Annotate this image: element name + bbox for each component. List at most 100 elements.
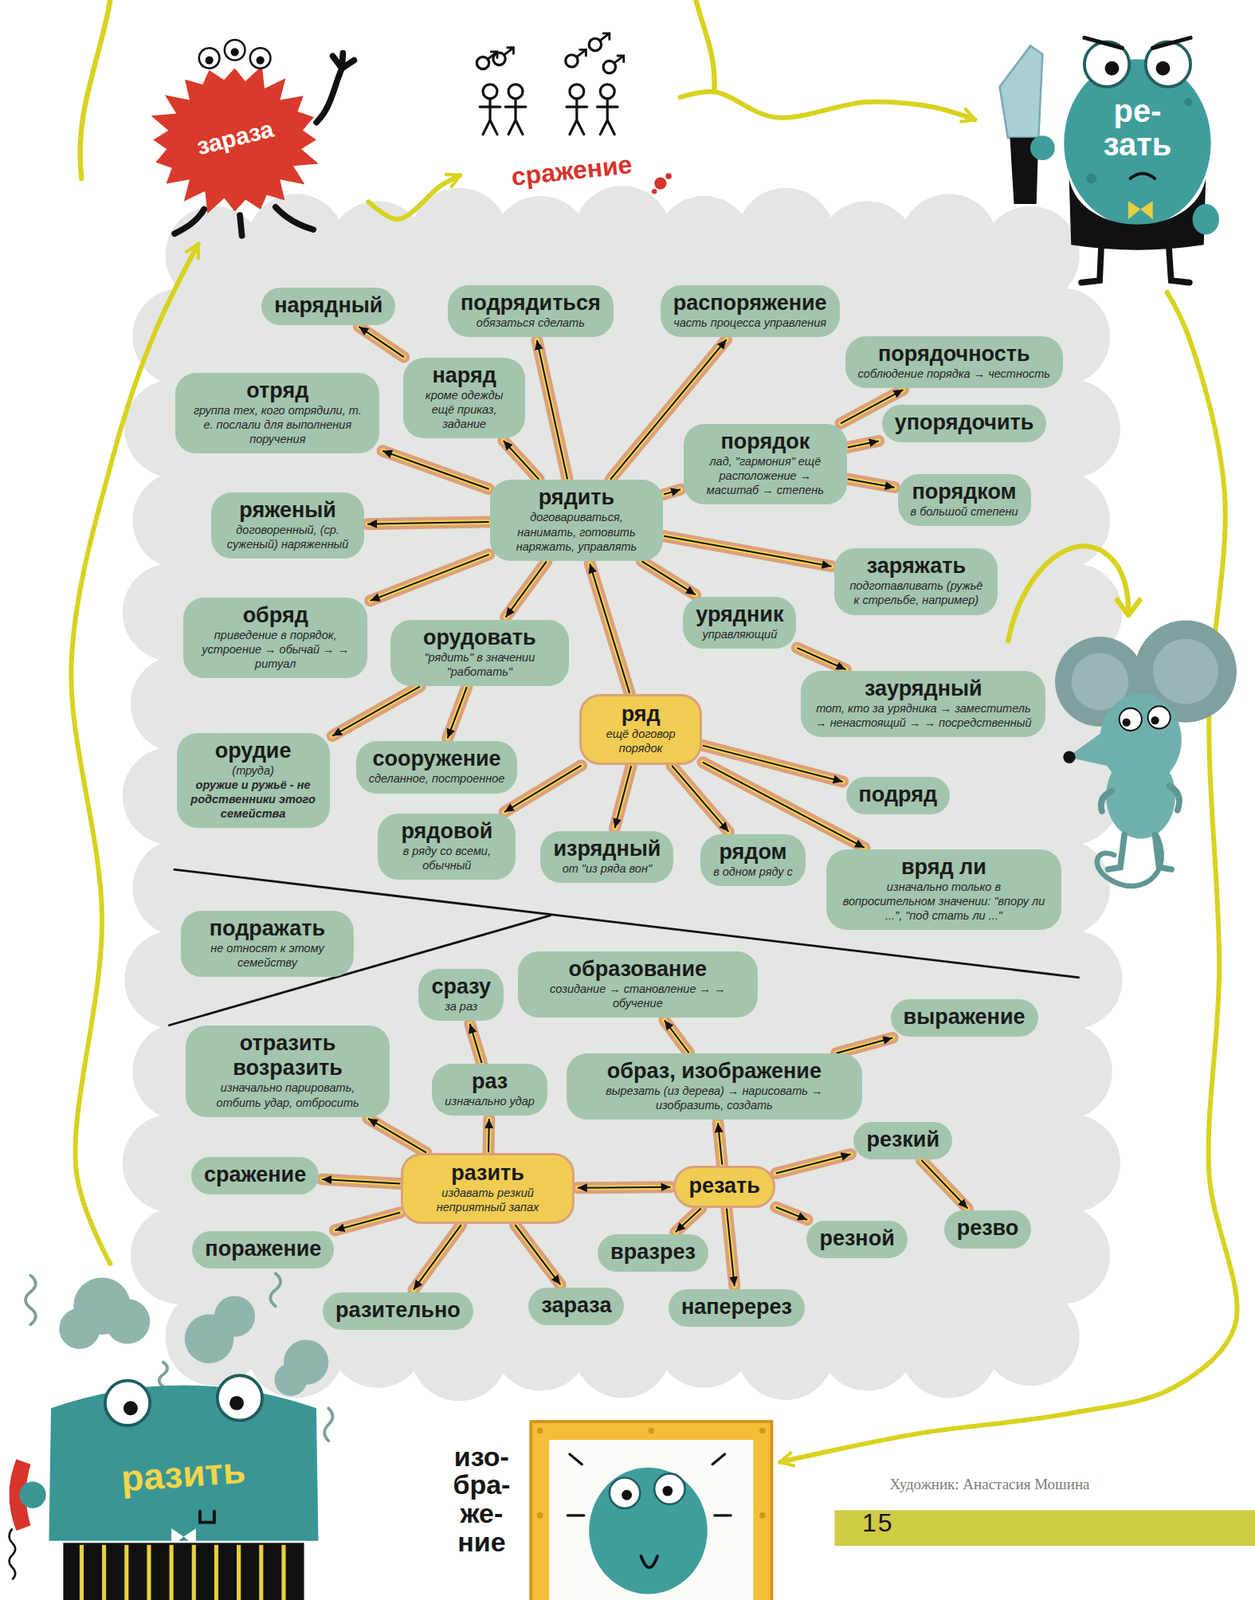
branch-core [921,1160,968,1209]
monster-limb [275,207,314,230]
word-cloud: вряд лиизначально только в вопросительно… [826,849,1062,930]
arrow-line [589,564,630,694]
monster-body [48,1384,318,1541]
word: отряд [188,378,367,404]
derivation-arrow [671,765,729,832]
word-cloud: резать [673,1165,775,1208]
gloss: обязаться сделать [460,315,601,330]
knife-blade [1000,46,1044,138]
yellow-pointer-head [1117,600,1140,616]
derivation-arrow [641,560,695,595]
red-splat [665,173,672,181]
cloud-puff [737,188,836,287]
yellow-doodle [80,0,111,179]
word: выражение [903,1004,1026,1030]
cloud-puff [1014,1022,1113,1121]
symbol-arrow [614,55,624,63]
word: орудие [189,738,318,764]
gloss: созидание → становление → → обучение [530,981,746,1011]
branch-band [663,489,681,495]
word-cloud: распоряжениечасть процесса управления [660,285,840,338]
branch-core [796,647,846,670]
branch-core [505,561,547,618]
gloss: в ряду со всеми, обычный [390,843,503,873]
word: распоряжение [673,290,828,316]
gloss: часть процесса управления [673,315,828,330]
page-number: 15 [862,1509,895,1536]
word-cloud: резкий [853,1121,953,1160]
word: отразить возразить [198,1031,377,1081]
branch-band [921,1160,968,1209]
branch-core [717,1122,722,1165]
derivation-arrow [836,1037,894,1053]
word-cloud: наперерез [668,1289,805,1327]
monster-limb [316,68,342,123]
derivation-arrow [488,1118,491,1153]
branch-core [671,765,729,832]
monster-mouth [200,1509,215,1522]
word: порядок [696,429,835,455]
branch-core [726,1208,735,1287]
word-cloud: нарядкроме одежды ещё приказ, задание [403,357,526,439]
gloss: издавать резкий неприятный запах [415,1185,560,1215]
monster-eye [105,1380,150,1425]
branch-band [537,340,568,479]
arrow-line [514,1224,561,1285]
monster-pupil [255,55,264,64]
derivation-arrow [321,1179,401,1185]
branch-core [332,686,420,737]
word-cloud: заряжатьподготавливать (ружьё к стрельбе… [834,548,998,615]
pants-stripe [169,1545,174,1600]
arrow-line [663,536,832,567]
word: орудовать [403,625,557,651]
derivation-arrow [367,521,490,525]
cloud-puff [132,287,231,386]
frame-ornament [537,1512,544,1519]
word: рядить [502,485,652,510]
derivation-arrow [776,1207,808,1220]
monster-figure: разить [0,1265,347,1600]
branch-core [321,1179,401,1185]
arrow-line [836,1037,894,1053]
branch-core [370,554,490,601]
portrait-pupil [662,1485,673,1496]
word: резкий [866,1127,940,1153]
pants-stripe [124,1545,129,1600]
monster-pupil [1105,61,1120,76]
stick-head [568,84,584,99]
branch-band [413,1224,462,1290]
word: рядом [713,839,793,865]
word: образование [530,956,746,982]
figure-art [979,25,1224,291]
branch-core [447,686,467,738]
word: раз [444,1069,535,1095]
word: наперерез [681,1294,793,1320]
branch-core [836,1037,894,1053]
word-cloud: разизначально удар [431,1063,548,1116]
derivation-arrow [717,1122,722,1165]
arrow-line [664,1020,690,1054]
word: урядник [695,602,784,628]
arrow-line [413,1224,462,1290]
branch-band [589,564,630,694]
striped-pants [62,1542,304,1600]
word: порядочность [858,341,1051,367]
spiky-body [150,66,318,214]
word-cloud: сооружениесделанное, построенное [356,741,518,793]
stick-head [600,84,615,99]
word-cloud: образованиесозидание → становление → → о… [517,951,758,1018]
derivation-arrow [675,1207,702,1232]
arrow-line [332,686,420,737]
word-cloud: сражение [191,1156,319,1195]
branch-core [675,1207,702,1232]
branch-band [368,1118,427,1154]
branch-core [847,478,895,488]
branch-band [358,326,404,357]
monster-pupil [1156,61,1171,76]
gloss: "рядить" в значении "работать" [403,650,557,679]
mouse-arm [1168,785,1180,811]
portrait-mouth [640,1556,657,1568]
word: резать [688,1173,760,1199]
word: образ, изображение [579,1058,850,1084]
